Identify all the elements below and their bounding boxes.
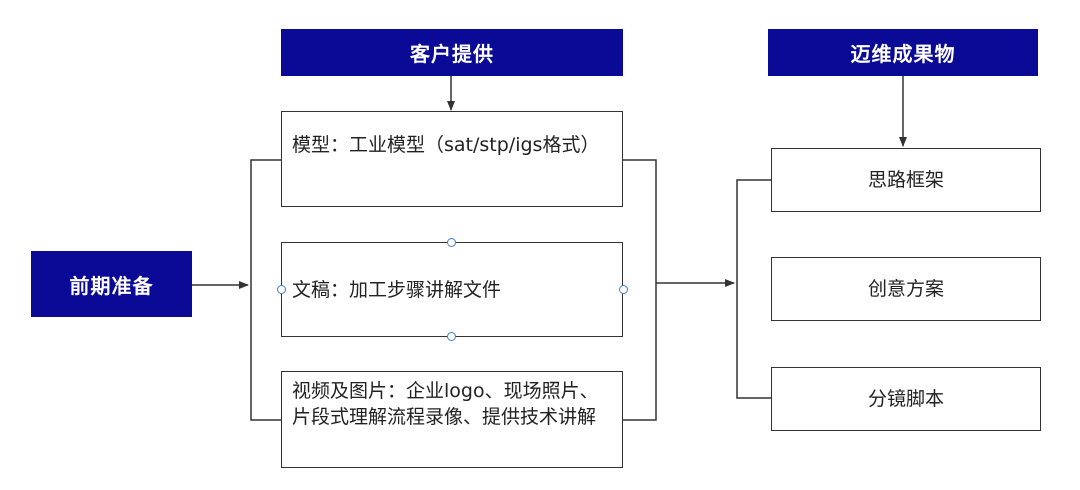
client-header: 客户提供 [281, 29, 623, 76]
framework-box-text: 思路框架 [867, 169, 944, 191]
resize-handle-bottom[interactable] [447, 332, 456, 341]
manuscript-box[interactable]: 文稿：加工步骤讲解文件 [281, 242, 623, 337]
model-box-text: 模型：工业模型（sat/stp/igs格式） [292, 134, 600, 156]
outputs-bracket [736, 179, 771, 399]
deliverables-header: 迈维成果物 [768, 29, 1038, 76]
prep-node-label: 前期准备 [69, 273, 154, 298]
deliverables-header-label: 迈维成果物 [850, 42, 956, 66]
manuscript-box-text: 文稿：加工步骤讲解文件 [292, 278, 502, 301]
storyboard-box-text: 分镜脚本 [867, 388, 944, 410]
resize-handle-right[interactable] [619, 285, 628, 294]
framework-box: 思路框架 [771, 148, 1041, 212]
storyboard-box: 分镜脚本 [771, 367, 1041, 431]
client-header-label: 客户提供 [410, 42, 494, 66]
resize-handle-left[interactable] [277, 285, 286, 294]
left-bracket [250, 159, 281, 421]
media-box-text: 视频及图片：企业logo、现场照片、片段式理解流程录像、提供技术讲解 [292, 380, 599, 428]
media-box: 视频及图片：企业logo、现场照片、片段式理解流程录像、提供技术讲解 [281, 371, 623, 468]
creative-box-text: 创意方案 [867, 278, 944, 300]
prep-node: 前期准备 [31, 251, 192, 317]
resize-handle-top[interactable] [447, 238, 456, 247]
right-bracket [623, 159, 657, 421]
model-box: 模型：工业模型（sat/stp/igs格式） [281, 111, 623, 207]
creative-box: 创意方案 [771, 257, 1041, 321]
